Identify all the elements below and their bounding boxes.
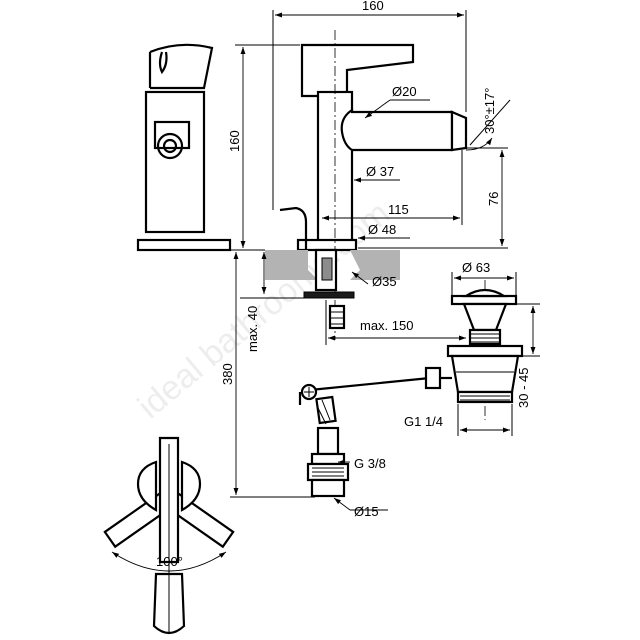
label-base-diameter: Ø 48 xyxy=(368,222,396,237)
front-base xyxy=(136,238,232,252)
label-total-height: 380 xyxy=(220,363,235,385)
countertop xyxy=(265,250,318,280)
side-lever xyxy=(300,43,415,98)
flexible-hose xyxy=(306,395,350,498)
top-body xyxy=(136,460,158,512)
waste-view: Ø 63 30 - 45 G1 1/4 xyxy=(404,260,540,436)
label-max-deck: max. 40 xyxy=(245,306,260,352)
front-body xyxy=(144,90,206,234)
label-overall-height: 160 xyxy=(227,130,242,152)
label-overall-length: 160 xyxy=(362,0,384,13)
label-flexible-diameter: Ø15 xyxy=(354,504,379,519)
popup-linkage xyxy=(309,376,431,392)
front-view xyxy=(136,43,232,252)
waste-nut xyxy=(446,344,524,358)
label-spout-reach: 115 xyxy=(388,202,409,217)
label-inlet-thread: G 3/8 xyxy=(354,456,386,471)
label-waste-thread: G1 1/4 xyxy=(404,414,443,429)
label-handle-rotation: 100° xyxy=(156,554,183,569)
label-spout-angle: 30°±17° xyxy=(482,88,497,134)
top-view: 100° xyxy=(103,436,235,635)
side-popup-rod xyxy=(279,206,308,250)
waste-flange xyxy=(450,294,518,306)
front-lever xyxy=(148,43,214,90)
label-hole-diameter: Ø35 xyxy=(372,274,397,289)
installation-view: Ø35 max. 40 380 max. 150 G 3/8 xyxy=(220,248,466,519)
label-body-diameter: Ø 37 xyxy=(366,164,394,179)
label-waste-length: 30 - 45 xyxy=(516,368,531,408)
label-max-waste-distance: max. 150 xyxy=(360,318,413,333)
label-waste-flange-diameter: Ø 63 xyxy=(462,260,490,275)
label-spout-height: 76 xyxy=(486,192,501,206)
fixing-washer xyxy=(303,291,355,299)
front-spout-collar xyxy=(153,120,191,150)
side-spout xyxy=(340,107,454,152)
label-spout-diameter: Ø20 xyxy=(392,84,417,99)
